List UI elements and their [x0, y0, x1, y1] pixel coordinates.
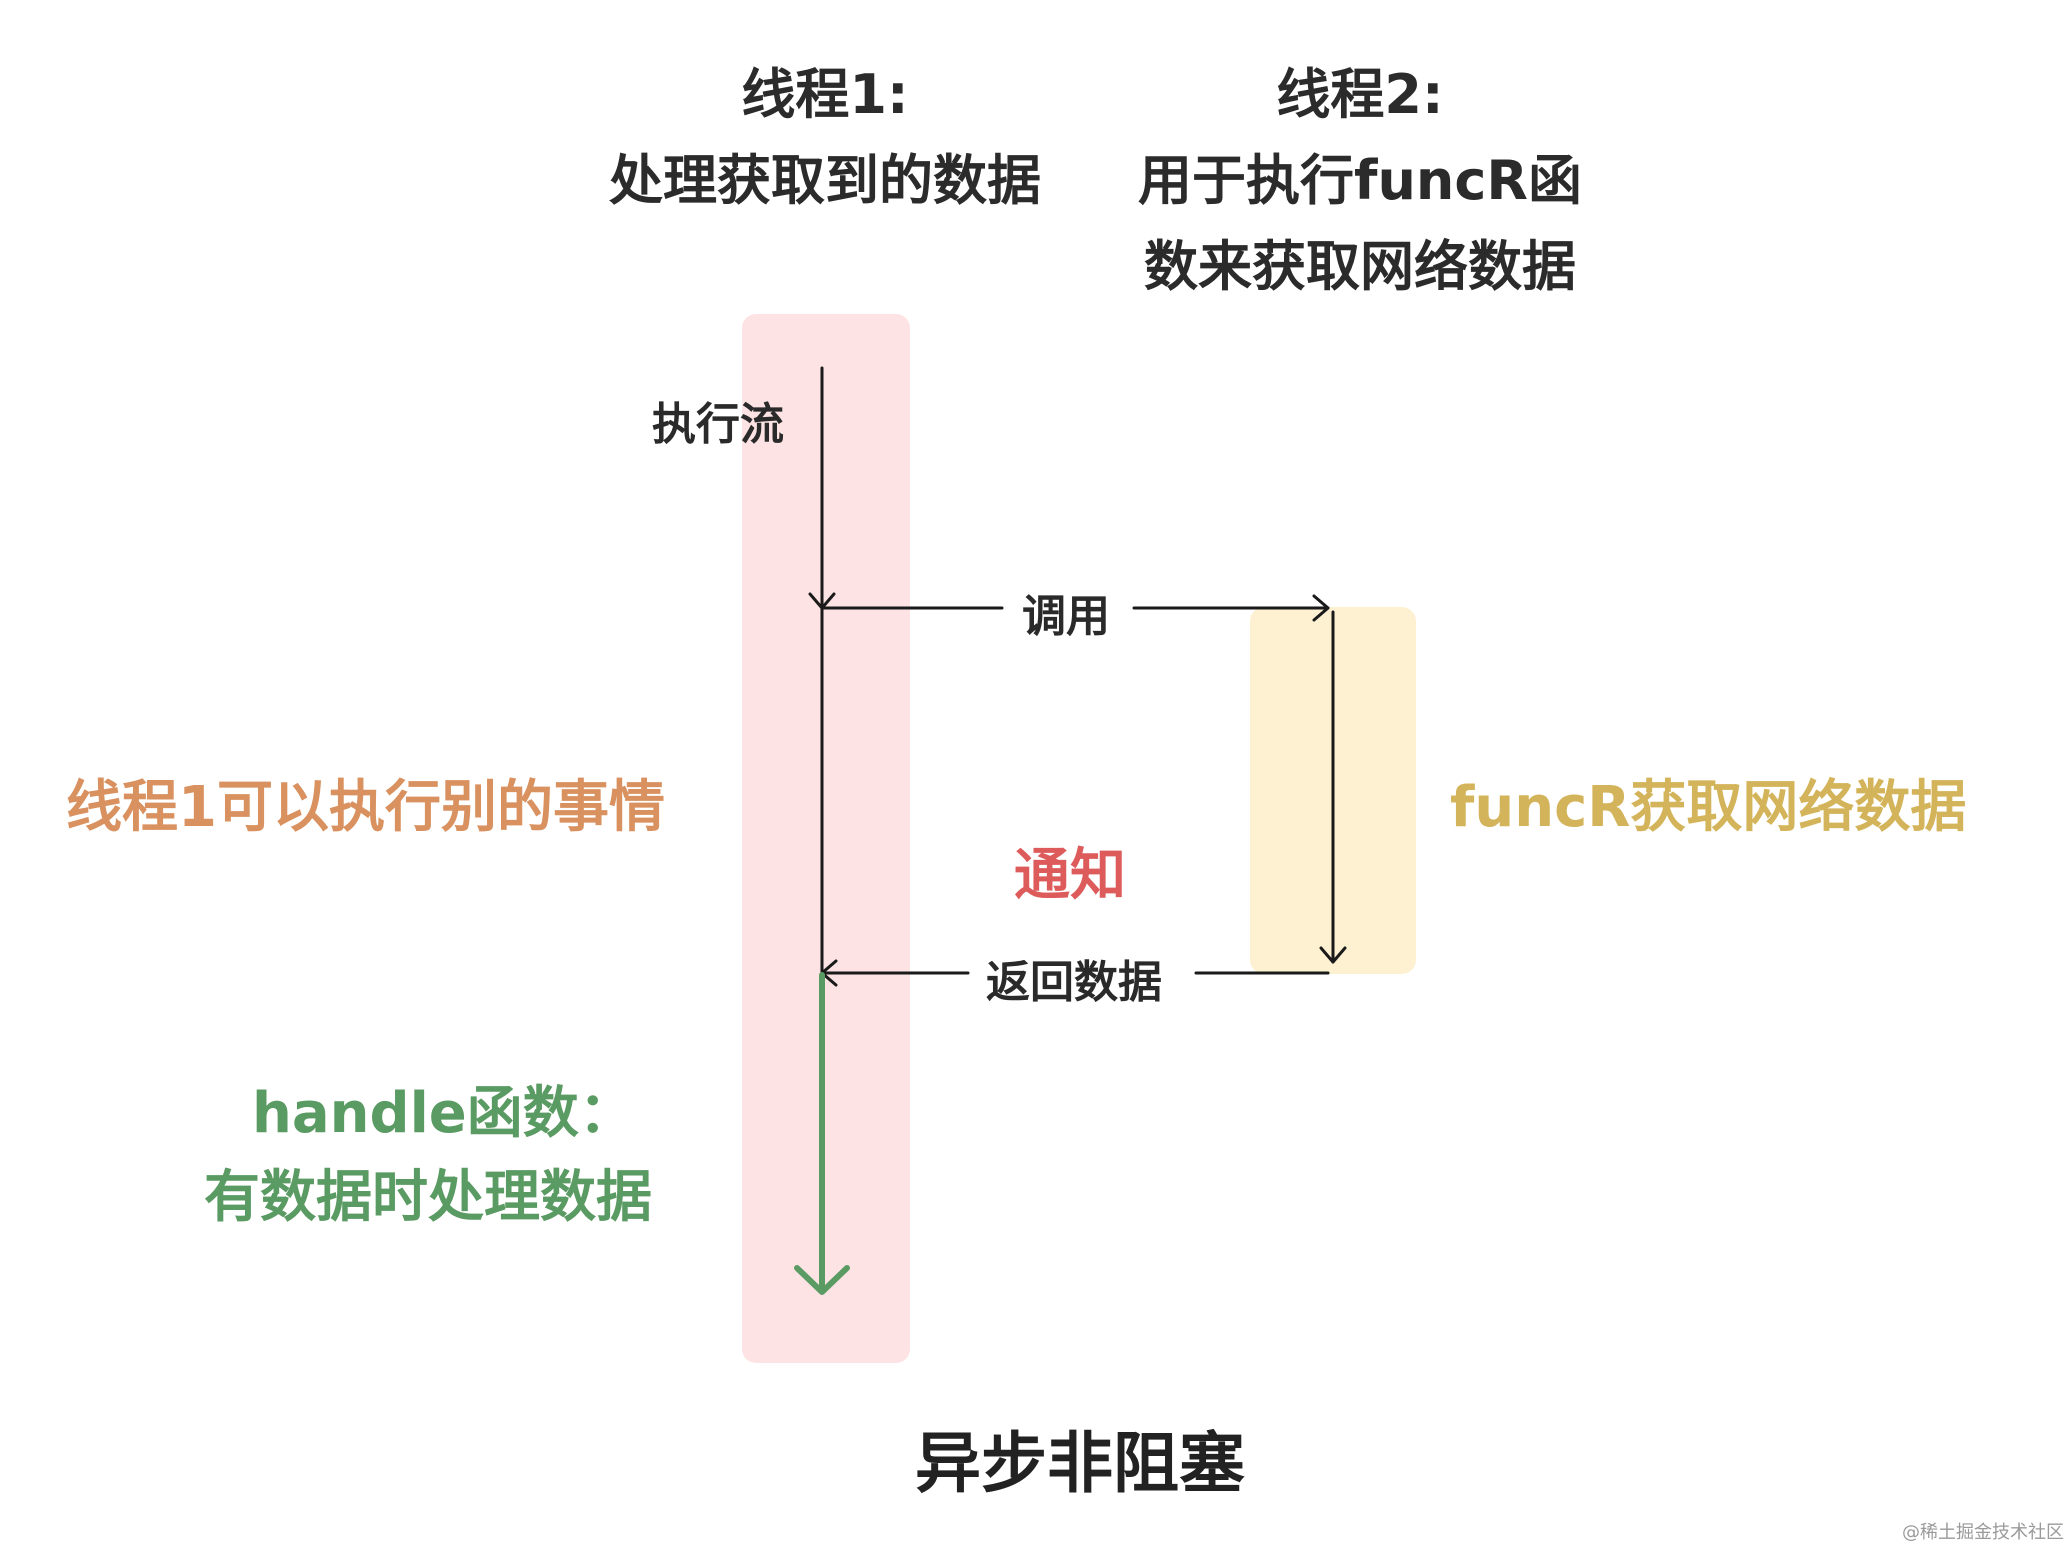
watermark: @稀土掘金技术社区: [1902, 1522, 2064, 1543]
thread2-desc-line2: 数来获取网络数据: [1144, 235, 1576, 298]
diagram-caption: 异步非阻塞: [915, 1425, 1245, 1502]
thread1-free-note: 线程1可以执行别的事情: [66, 775, 665, 840]
notify-label: 通知: [1014, 843, 1126, 908]
thread2-title: 线程2:: [1276, 63, 1444, 126]
return-data-label: 返回数据: [986, 957, 1162, 1008]
funcR-fetch-note: funcR获取网络数据: [1450, 775, 1967, 840]
thread1-lane: [742, 314, 910, 1363]
funcR-arrowhead: [1319, 946, 1347, 964]
call-arrowhead: [1312, 594, 1330, 622]
thread2-desc-line1: 用于执行funcR函: [1138, 149, 1582, 212]
handle-note-line1: handle函数：: [252, 1081, 635, 1146]
handle-note-line2: 有数据时处理数据: [204, 1165, 652, 1230]
exec-flow-label: 执行流: [652, 399, 784, 450]
thread1-title: 线程1:: [741, 63, 909, 126]
call-label: 调用: [1022, 591, 1110, 642]
thread1-desc: 处理获取到的数据: [609, 149, 1041, 212]
handle-arrowhead: [794, 1265, 850, 1295]
